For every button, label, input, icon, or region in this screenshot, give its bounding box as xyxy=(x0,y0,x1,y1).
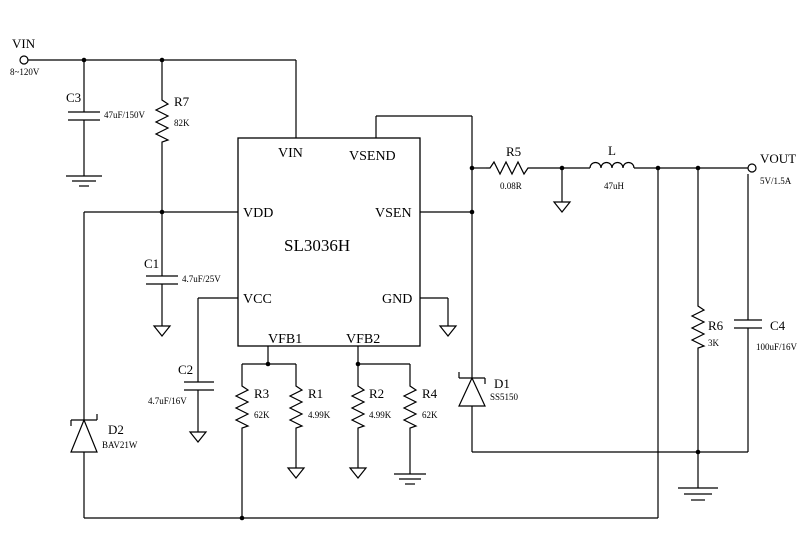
r1-value: 4.99K xyxy=(308,410,331,420)
ground-c1 xyxy=(152,325,172,337)
junction-dot xyxy=(469,209,475,215)
c4-ref: C4 xyxy=(770,318,786,333)
r5-value: 0.08R xyxy=(500,181,522,191)
junction-dots xyxy=(81,57,701,521)
junction-dot xyxy=(695,165,701,171)
pin-gnd: GND xyxy=(382,292,412,307)
vout-rating-label: 5V/1.5A xyxy=(760,176,792,186)
pin-vsend: VSEND xyxy=(349,149,396,164)
r1-ref: R1 xyxy=(308,386,323,401)
ground-c3 xyxy=(66,175,102,187)
vin-terminal-label: VIN xyxy=(12,36,36,51)
resistor-r2: R2 4.99K xyxy=(350,380,392,432)
diode-d1: D1 SS5150 xyxy=(458,372,519,407)
junction-dot xyxy=(159,209,165,215)
resistor-r1: R1 4.99K xyxy=(288,380,331,432)
junction-dot xyxy=(469,165,475,171)
pin-vsen: VSEN xyxy=(375,206,412,221)
resistor-r7: R7 82K xyxy=(154,94,190,146)
junction-dot xyxy=(559,165,565,171)
resistor-r3: R3 62K xyxy=(234,380,270,432)
r7-ref: R7 xyxy=(174,94,190,109)
junction-dot xyxy=(239,515,245,521)
vout-terminal-circle xyxy=(747,163,757,173)
ic-sl3036h: SL3036H VIN VSEND VDD VSEN VCC GND VFB1 … xyxy=(237,137,421,347)
capacitor-c4: C4 100uF/16V xyxy=(734,318,798,352)
junction-dot xyxy=(159,57,165,63)
pin-vfb1: VFB1 xyxy=(268,332,302,347)
c2-value: 4.7uF/16V xyxy=(148,396,187,406)
pin-vfb2: VFB2 xyxy=(346,332,380,347)
c3-value: 47uF/150V xyxy=(104,110,146,120)
vin-terminal: VIN 8~120V xyxy=(10,36,40,77)
diode-d2: D2 BAV21W xyxy=(70,414,138,458)
r4-ref: R4 xyxy=(422,386,438,401)
l-ref: L xyxy=(608,143,616,158)
ic-name: SL3036H xyxy=(284,236,350,255)
d1-value: SS5150 xyxy=(490,392,519,402)
wires xyxy=(28,59,749,519)
r2-value: 4.99K xyxy=(369,410,392,420)
junction-dot xyxy=(355,361,361,367)
junction-dot xyxy=(265,361,271,367)
c3-ref: C3 xyxy=(66,90,81,105)
c4-value: 100uF/16V xyxy=(756,342,798,352)
ground-output xyxy=(678,487,718,501)
c1-value: 4.7uF/25V xyxy=(182,274,221,284)
ground-ic xyxy=(438,325,458,337)
junction-dot xyxy=(81,57,87,63)
capacitor-c1: C1 4.7uF/25V xyxy=(144,256,221,285)
r4-value: 62K xyxy=(422,410,438,420)
ic-body xyxy=(237,137,421,347)
junction-dot xyxy=(655,165,661,171)
l-value: 47uH xyxy=(604,181,625,191)
r2-ref: R2 xyxy=(369,386,384,401)
resistor-r5: R5 0.08R xyxy=(486,144,534,191)
pin-vdd: VDD xyxy=(243,206,273,221)
resistor-r6: R6 3K xyxy=(690,300,724,350)
d2-value: BAV21W xyxy=(102,440,138,450)
c1-ref: C1 xyxy=(144,256,159,271)
ground-r5 xyxy=(552,201,572,213)
junction-dot xyxy=(695,449,701,455)
vin-range-label: 8~120V xyxy=(10,67,40,77)
r3-value: 62K xyxy=(254,410,270,420)
vin-terminal-circle xyxy=(19,55,29,65)
d2-ref: D2 xyxy=(108,422,124,437)
r6-value: 3K xyxy=(708,338,720,348)
r7-value: 82K xyxy=(174,118,190,128)
pin-vcc: VCC xyxy=(243,292,272,307)
ground-c2 xyxy=(188,431,208,443)
pin-vin: VIN xyxy=(278,146,303,161)
r3-ref: R3 xyxy=(254,386,269,401)
r5-ref: R5 xyxy=(506,144,521,159)
r6-ref: R6 xyxy=(708,318,724,333)
capacitor-c2: C2 4.7uF/16V xyxy=(148,362,214,406)
vout-terminal-label: VOUT xyxy=(760,151,796,166)
ground-r4 xyxy=(394,473,426,485)
d1-ref: D1 xyxy=(494,376,510,391)
c2-ref: C2 xyxy=(178,362,193,377)
capacitor-c3: C3 47uF/150V xyxy=(66,90,146,121)
resistor-r4: R4 62K xyxy=(402,380,438,432)
inductor-l: L 47uH xyxy=(589,143,635,191)
ground-r2 xyxy=(348,467,368,479)
vout-terminal: VOUT 5V/1.5A xyxy=(747,151,796,186)
ground-r1 xyxy=(286,467,306,479)
